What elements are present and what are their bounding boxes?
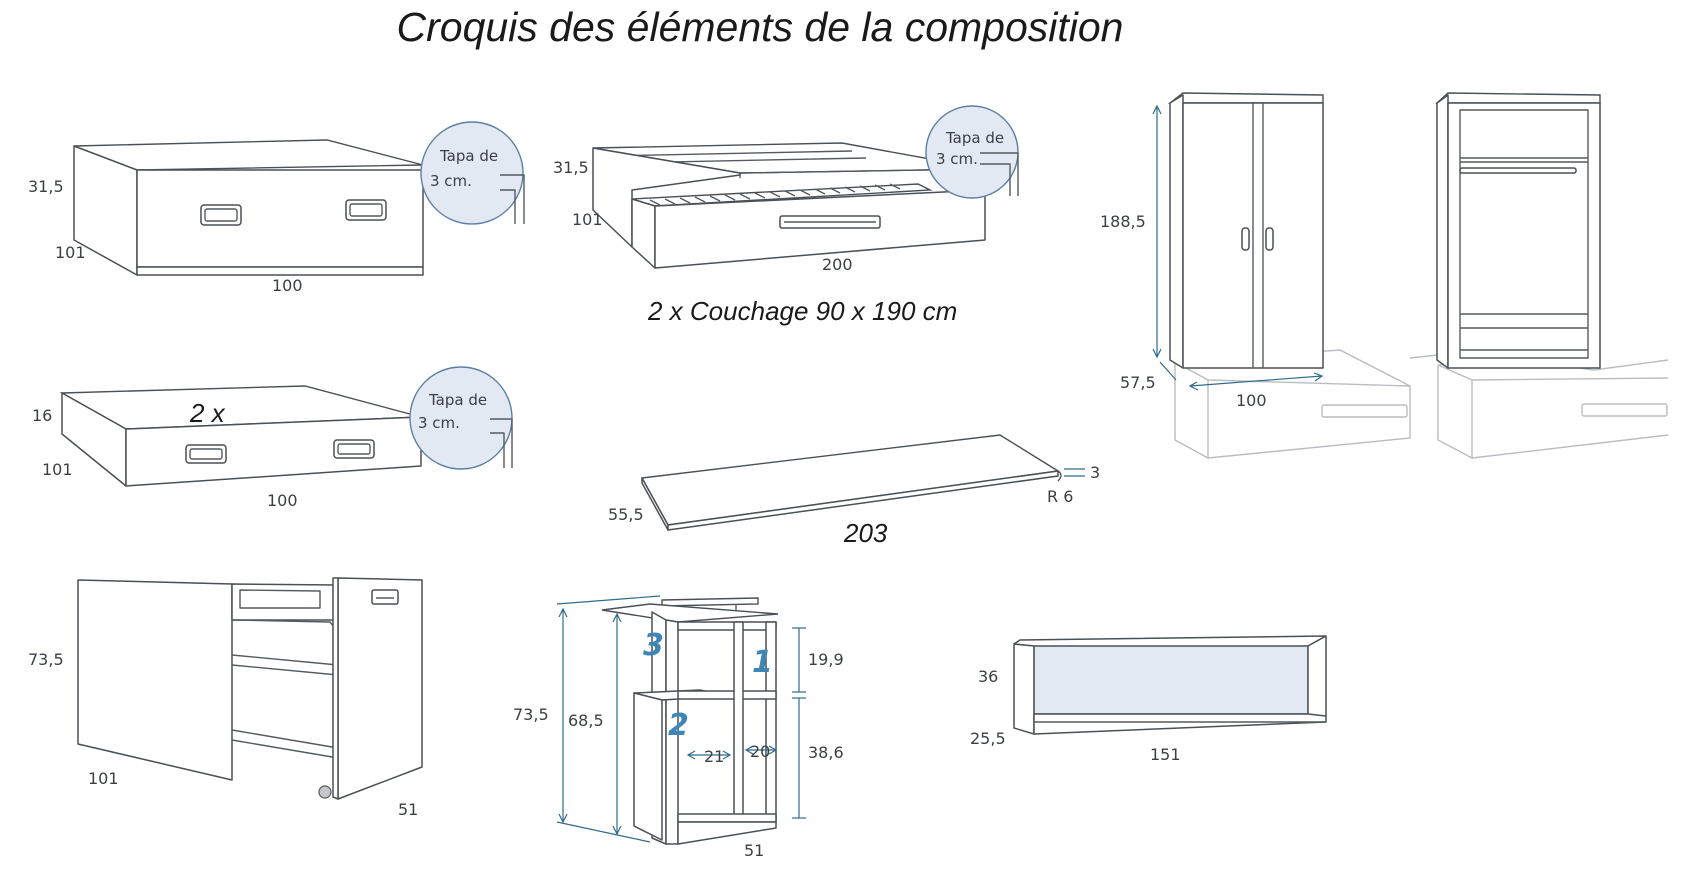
low-drawer-callout-line2: 3 cm. bbox=[418, 414, 460, 432]
wall-shelf-sketch: 36 25,5 151 bbox=[970, 635, 1327, 764]
bed-sketch: 31,5 101 200 Tapa de 3 cm. 2 x Couchage … bbox=[553, 105, 1019, 326]
pullout-cabinet-sketch: 73,5 101 51 bbox=[28, 577, 423, 819]
drawer-box-height-label: 31,5 bbox=[28, 177, 64, 196]
page-title: Croquis des éléments de la composition bbox=[396, 4, 1124, 50]
low-drawer-callout: Tapa de 3 cm. bbox=[409, 366, 513, 470]
drawer-box-callout-line2: 3 cm. bbox=[430, 172, 472, 190]
low-drawer-depth-label: 101 bbox=[42, 460, 73, 479]
shelf-unit-number-3: 3 bbox=[643, 628, 664, 663]
wardrobe-closed-sketch: 188,5 57,5 100 bbox=[1100, 92, 1467, 459]
drawer-box-depth-label: 101 bbox=[55, 243, 86, 262]
wardrobe-depth-label: 57,5 bbox=[1120, 373, 1156, 392]
wall-shelf-depth-label: 25,5 bbox=[970, 729, 1006, 748]
desk-top-sketch: 3 R 6 55,5 203 bbox=[608, 434, 1100, 548]
bed-depth-label: 101 bbox=[572, 210, 603, 229]
bed-height-label: 31,5 bbox=[553, 158, 589, 177]
low-drawer-callout-line1: Tapa de bbox=[428, 391, 487, 409]
desk-top-thickness-label: 3 bbox=[1090, 463, 1100, 482]
drawer-box-callout: Tapa de 3 cm. bbox=[420, 121, 525, 225]
bed-callout-line2: 3 cm. bbox=[936, 150, 978, 168]
bed-callout-line1: Tapa de bbox=[945, 129, 1004, 147]
wardrobe-height-label: 188,5 bbox=[1100, 212, 1146, 231]
desk-top-depth-label: 55,5 bbox=[608, 505, 644, 524]
wall-shelf-height-label: 36 bbox=[978, 667, 998, 686]
low-drawer-sketch: 2 x 16 101 100 Tapa de 3 cm. bbox=[32, 366, 513, 510]
shelf-unit-inner-width-b-label: 20 bbox=[750, 742, 770, 761]
low-drawer-count-label: 2 x bbox=[189, 398, 226, 428]
desk-top-length-label: 203 bbox=[843, 518, 888, 548]
shelf-unit-depth-label: 51 bbox=[744, 841, 764, 860]
pullout-height-label: 73,5 bbox=[28, 650, 64, 669]
bed-caption: 2 x Couchage 90 x 190 cm bbox=[647, 296, 957, 326]
drawer-box-callout-line1: Tapa de bbox=[439, 147, 498, 165]
bed-length-label: 200 bbox=[822, 255, 853, 274]
shelf-unit-top-compartment-label: 19,9 bbox=[808, 650, 844, 669]
pullout-depth-label: 101 bbox=[88, 769, 119, 788]
low-drawer-width-label: 100 bbox=[267, 491, 298, 510]
drawer-box-width-label: 100 bbox=[272, 276, 303, 295]
bed-callout: Tapa de 3 cm. bbox=[925, 105, 1019, 199]
desk-top-radius-label: R 6 bbox=[1047, 487, 1073, 506]
shelf-unit-number-1: 1 bbox=[752, 645, 773, 680]
shelf-unit-bottom-compartment-label: 38,6 bbox=[808, 743, 844, 762]
low-drawer-height-label: 16 bbox=[32, 406, 52, 425]
wardrobe-open-sketch bbox=[1435, 92, 1669, 460]
shelf-unit-height-label: 68,5 bbox=[568, 711, 604, 730]
shelf-unit-number-2: 2 bbox=[668, 708, 689, 743]
shelf-unit-inner-width-a-label: 21 bbox=[704, 747, 724, 766]
drawer-box-sketch: 31,5 101 100 Tapa de 3 cm. bbox=[28, 121, 525, 295]
pullout-width-label: 51 bbox=[398, 800, 418, 819]
wardrobe-width-label: 100 bbox=[1236, 391, 1267, 410]
shelf-unit-sketch: 3 1 2 73,5 68,5 19,9 38,6 21 20 51 bbox=[513, 595, 844, 860]
shelf-unit-total-height-label: 73,5 bbox=[513, 705, 549, 724]
wall-shelf-width-label: 151 bbox=[1150, 745, 1181, 764]
